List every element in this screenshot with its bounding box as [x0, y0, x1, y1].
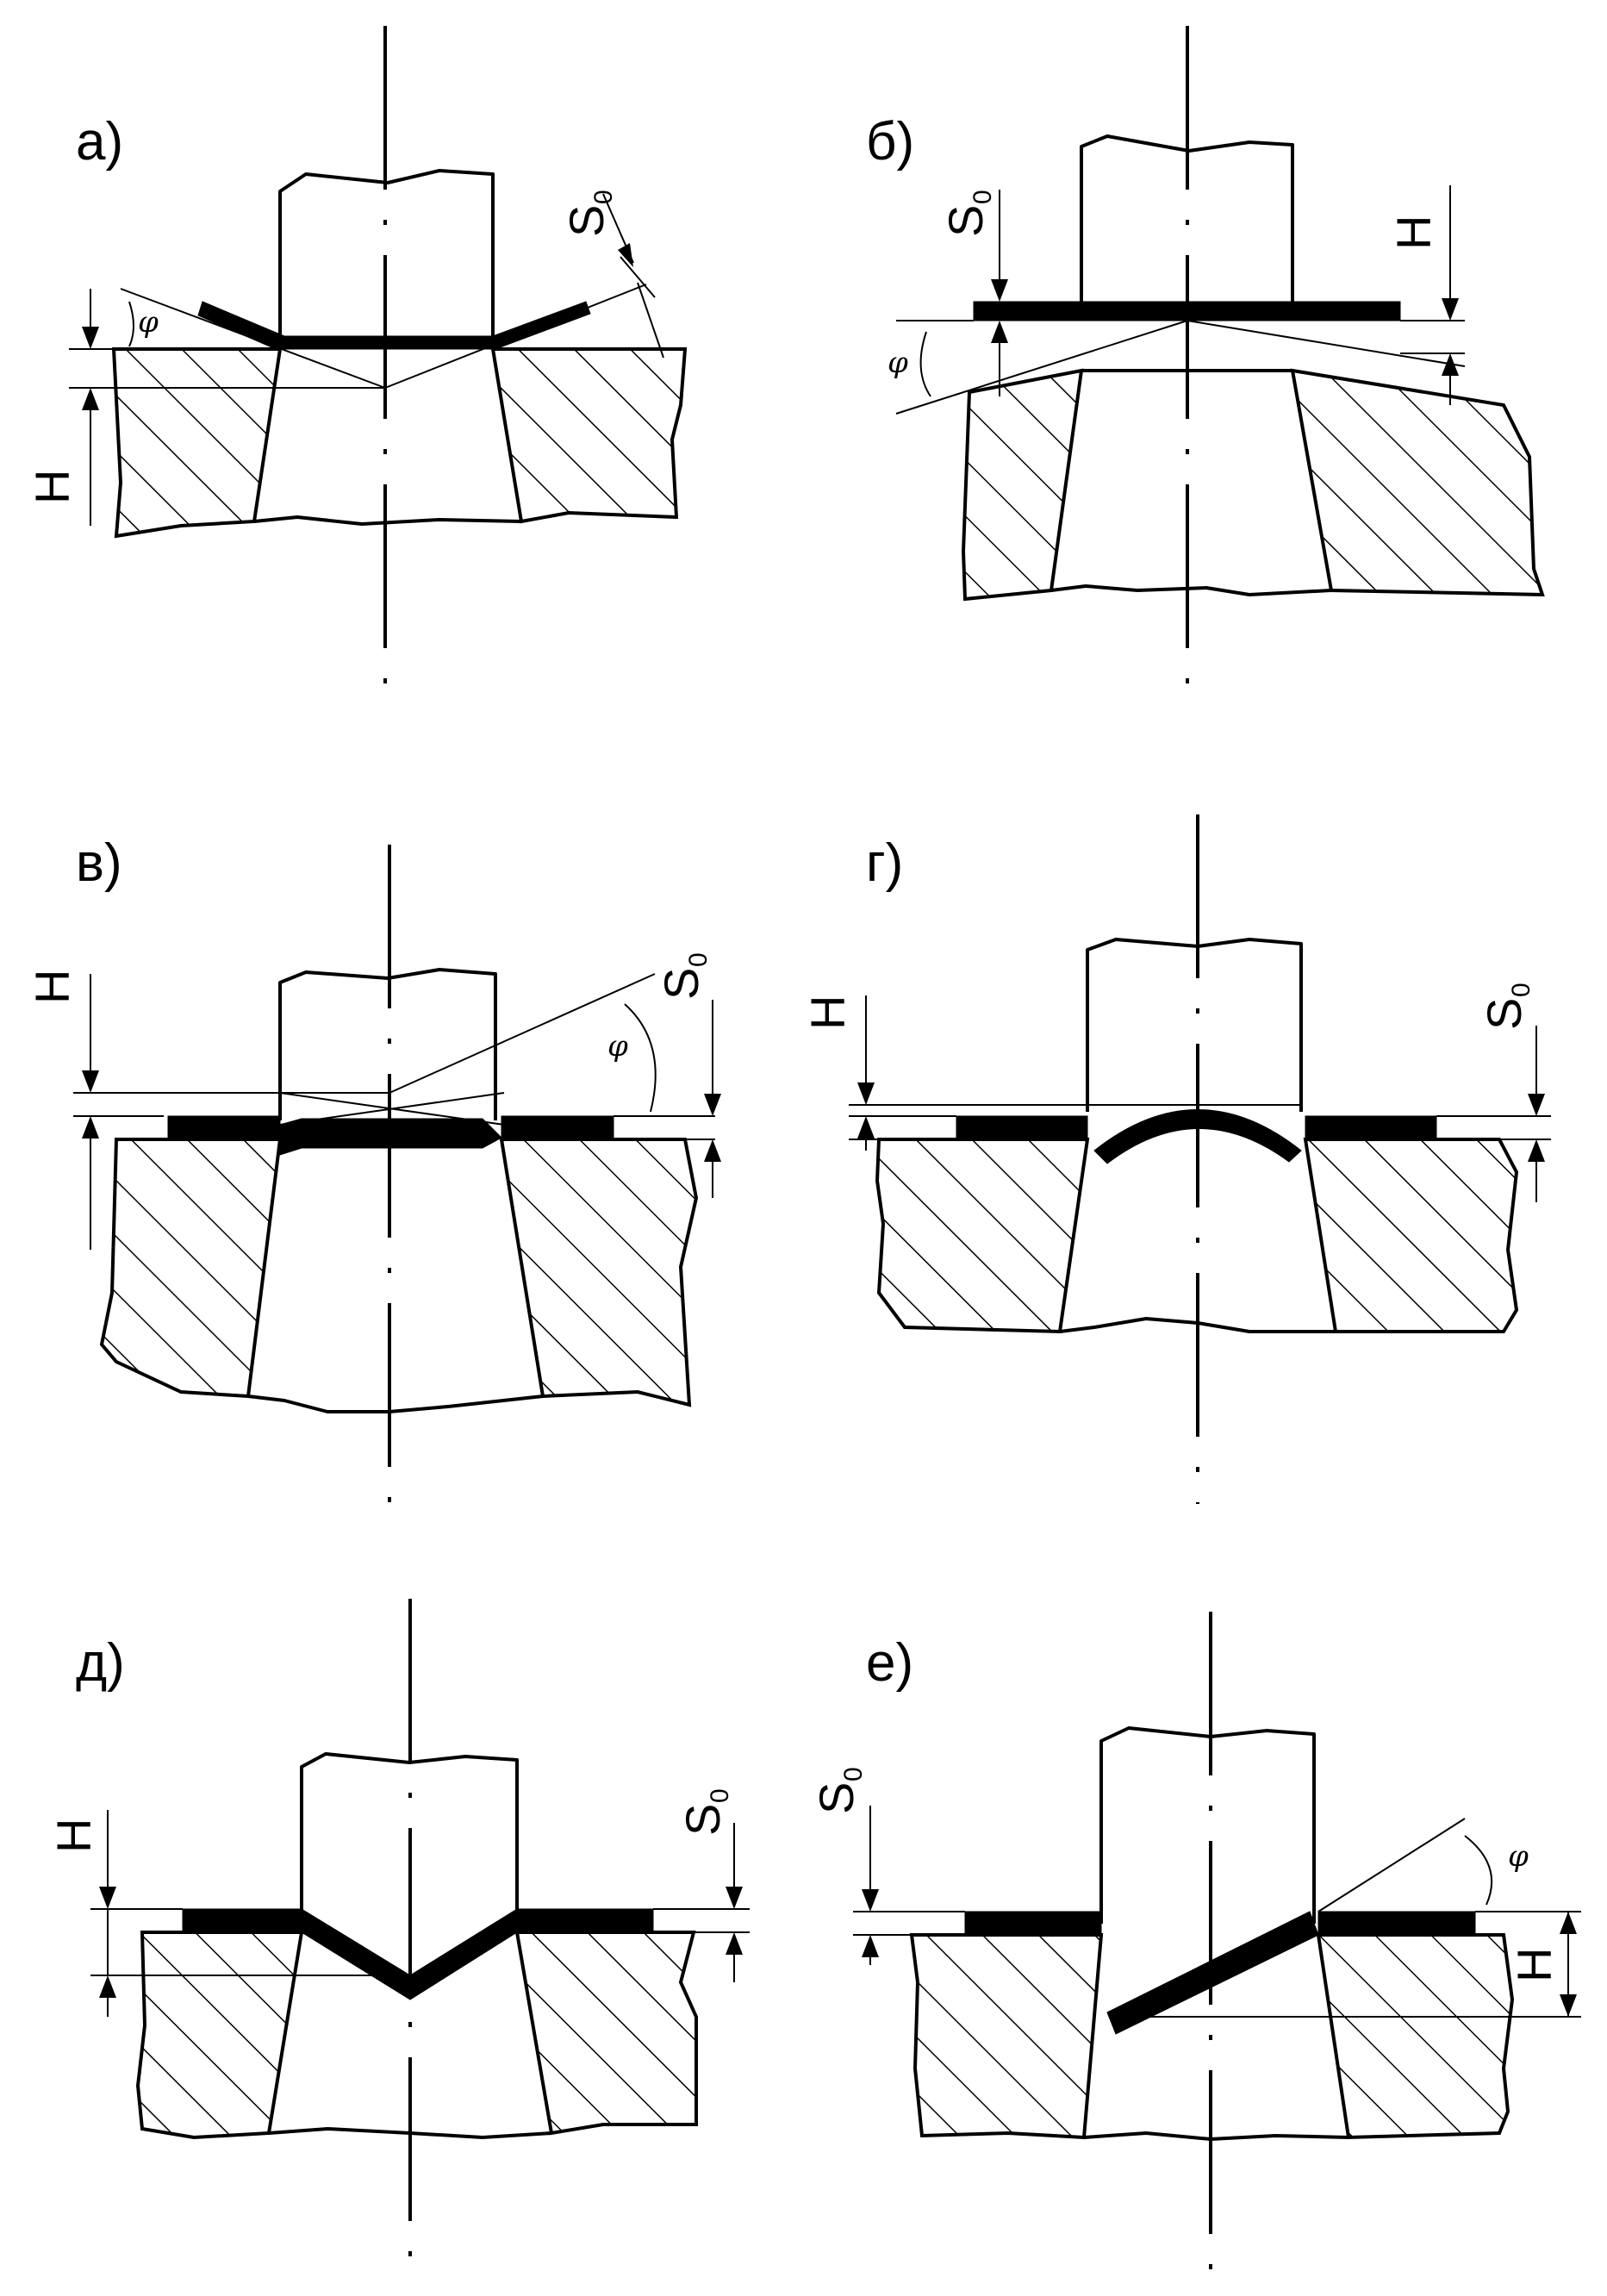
angle-label: φ [1508, 1839, 1529, 1874]
die-bottom [1083, 2131, 1349, 2141]
panel-label-e: е) [866, 1633, 913, 1693]
panel-b: б) S 0 H φ [866, 26, 1545, 689]
thickness-label: S [676, 1804, 730, 1836]
blank-left [182, 1908, 302, 1933]
panel-label-g: г) [866, 833, 903, 893]
punch [1086, 938, 1303, 1112]
height-label: H [25, 470, 79, 504]
svg-text:0: 0 [684, 952, 713, 967]
blank-right [1305, 1115, 1437, 1140]
panel-label-b: б) [866, 112, 914, 172]
svg-text:0: 0 [589, 190, 618, 204]
blank-center [1093, 1109, 1302, 1164]
thickness-label: S [559, 205, 614, 237]
thickness-label: S [654, 968, 708, 1000]
svg-text:0: 0 [1507, 983, 1535, 997]
panel-label-v: в) [76, 833, 122, 893]
die-right [499, 1138, 699, 1407]
die-right [1290, 368, 1545, 597]
height-label: H [1386, 215, 1441, 250]
blank-right [501, 1115, 614, 1140]
angle-construction-line [120, 288, 386, 389]
panel-g: г) H S 0 [800, 814, 1551, 1504]
blank-right [1317, 1911, 1476, 1936]
die-bottom [1059, 1317, 1336, 1333]
die-left [875, 1138, 1090, 1334]
height-label: H [25, 970, 79, 1004]
panel-label-d: д) [76, 1633, 125, 1693]
angle-label: φ [888, 346, 908, 380]
thickness-label: S [1477, 998, 1531, 1030]
blank-center [279, 1118, 502, 1156]
svg-text:0: 0 [706, 1788, 734, 1803]
panel-label-a: а) [76, 112, 123, 172]
die-bottom [1050, 584, 1332, 596]
thickness-label: S [809, 1782, 863, 1814]
punch [278, 968, 497, 1120]
die-right [1316, 1933, 1515, 2140]
die-bottom [268, 2127, 552, 2139]
thickness-label: S [938, 205, 993, 237]
angle-label: φ [138, 305, 159, 340]
blank [973, 301, 1401, 321]
blank [197, 301, 591, 350]
die-left [961, 368, 1084, 602]
svg-text:0: 0 [839, 1767, 868, 1781]
panel-a: а) H φ S 0 [25, 26, 688, 689]
punch [1099, 1726, 1316, 1924]
panel-v: в) H S 0 φ [25, 833, 721, 1504]
panel-d: д) H S 0 [47, 1599, 750, 2275]
punch [300, 1752, 519, 1931]
blank-center [1106, 1911, 1319, 2035]
die-left [909, 1933, 1104, 2140]
punch [1080, 134, 1294, 302]
die-bottom [253, 515, 522, 526]
blank-right [516, 1908, 654, 1933]
angle-construction-line [384, 284, 647, 389]
height-label: H [47, 1819, 101, 1853]
die-right [514, 1931, 698, 2136]
blank-left [964, 1911, 1102, 1936]
svg-text:0: 0 [969, 190, 997, 204]
punch [278, 169, 495, 340]
blank-left [167, 1115, 281, 1140]
die-left [111, 347, 283, 539]
angle-label: φ [607, 1029, 628, 1064]
height-label: H [1507, 1948, 1561, 1982]
panel-e: е) S 0 H φ [809, 1612, 1581, 2280]
blank-left [956, 1115, 1088, 1140]
die-left [135, 1931, 304, 2140]
die-left [99, 1138, 283, 1399]
height-label: H [800, 995, 855, 1030]
die-right [490, 347, 688, 524]
die-bottom [247, 1394, 544, 1413]
die-right [1303, 1138, 1519, 1333]
